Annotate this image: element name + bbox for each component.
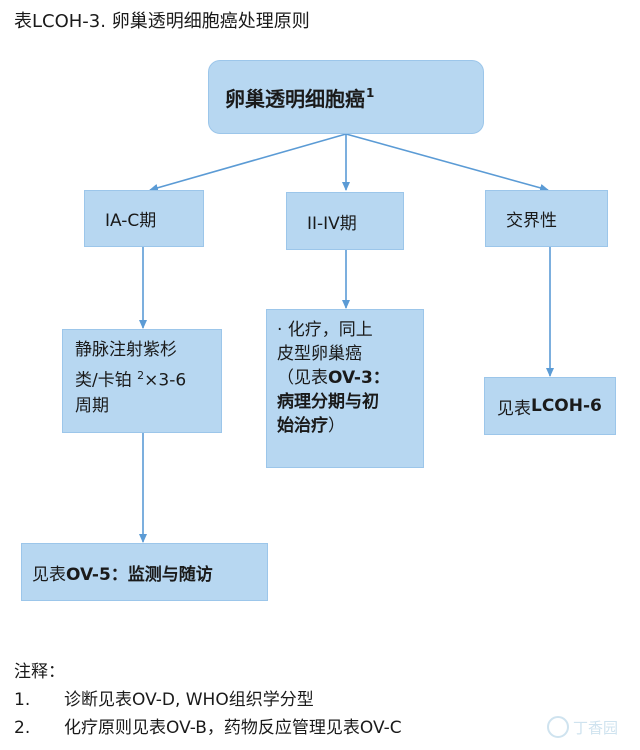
watermark-logo-icon bbox=[546, 716, 569, 738]
treatment-ii-iv: · 化疗，同上 皮型卵巢癌 （见表OV-3： 病理分期与初 始治疗） bbox=[266, 309, 424, 468]
stage-ia-c-label: IA-C期 bbox=[105, 211, 157, 231]
treatment-ii-iv-line3: （见表OV-3： bbox=[277, 366, 413, 390]
treatment-ii-iv-line1: · 化疗，同上 bbox=[277, 320, 373, 340]
treatment-ii-iv-line2: 皮型卵巢癌 bbox=[277, 344, 362, 364]
note-item-2: 2. 化疗原则见表OV-B，药物反应管理见表OV-C bbox=[14, 714, 402, 742]
stage-ia-c: IA-C期 bbox=[84, 190, 204, 247]
stage-ii-iv: II-IV期 bbox=[286, 192, 404, 250]
treatment-ia-c-footnote-ref: 2 bbox=[137, 369, 145, 382]
arrow-root-to-stage3 bbox=[345, 133, 549, 192]
notes-section: 注释： 1. 诊断见表OV-D, WHO组织学分型 2. 化疗原则见表OV-B，… bbox=[14, 658, 402, 742]
treatment-ia-c-line3: 周期 bbox=[75, 395, 109, 416]
watermark: 丁香园 bbox=[546, 716, 618, 738]
treatment-ia-c-drug: 类/卡铂 bbox=[75, 370, 132, 391]
borderline-reference-prefix: 见表 bbox=[497, 398, 531, 419]
note-num: 1. bbox=[14, 690, 31, 710]
followup-ref: OV-5：监测与随访 bbox=[66, 564, 213, 585]
stage-borderline-label: 交界性 bbox=[506, 211, 557, 231]
treatment-ia-c-line1: 静脉注射紫杉 bbox=[75, 340, 177, 360]
treatment-ii-iv-line4: 病理分期与初 bbox=[277, 392, 379, 412]
borderline-reference-ref: LCOH-6 bbox=[531, 396, 602, 416]
note-text: 化疗原则见表OV-B，药物反应管理见表OV-C bbox=[64, 718, 402, 738]
treatment-ii-iv-see: （见表 bbox=[277, 368, 328, 388]
note-text: 诊断见表OV-D, WHO组织学分型 bbox=[64, 690, 314, 710]
watermark-text: 丁香园 bbox=[572, 718, 618, 737]
treatment-ia-c-line2: 类/卡铂 2×3-6 bbox=[75, 363, 211, 394]
treatment-ii-iv-close: ） bbox=[328, 416, 345, 436]
notes-heading: 注释： bbox=[14, 662, 65, 682]
arrow-root-to-stage1 bbox=[149, 133, 347, 192]
note-num: 2. bbox=[14, 718, 31, 738]
stage-ii-iv-label: II-IV期 bbox=[307, 213, 357, 234]
treatment-ii-iv-ref: OV-3： bbox=[328, 368, 390, 388]
root-label: 卵巢透明细胞癌 bbox=[225, 86, 365, 111]
treatment-ia-c: 静脉注射紫杉 类/卡铂 2×3-6 周期 bbox=[62, 329, 222, 433]
note-item-1: 1. 诊断见表OV-D, WHO组织学分型 bbox=[14, 686, 402, 714]
treatment-ii-iv-line5: 始治疗 bbox=[277, 416, 328, 436]
treatment-ia-c-cycles: ×3-6 bbox=[144, 370, 187, 391]
followup-prefix: 见表 bbox=[32, 564, 66, 585]
page-title: 表LCOH-3. 卵巢透明细胞癌处理原则 bbox=[14, 11, 310, 32]
stage-borderline: 交界性 bbox=[485, 190, 608, 247]
root-footnote-ref: 1 bbox=[366, 86, 375, 100]
